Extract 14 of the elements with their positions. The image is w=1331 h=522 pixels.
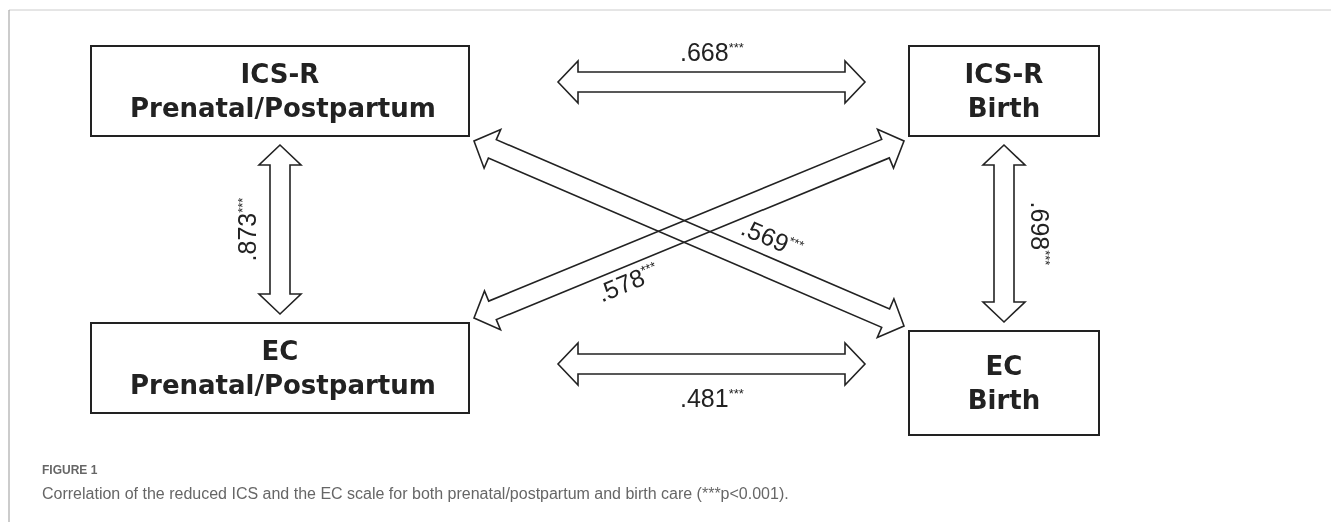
edge-label: .481$^{***}$ bbox=[680, 385, 744, 411]
process-box bbox=[908, 330, 1100, 436]
edge-label: .668$^{***}$ bbox=[680, 39, 744, 65]
figure-label: FIGURE 1 bbox=[42, 463, 98, 477]
figure-caption: Correlation of the reduced ICS and the EC scale for both prenatal/postpartum and birth care (***p<0.001). bbox=[42, 485, 789, 503]
double-arrow bbox=[556, 341, 867, 387]
box-label: ICS-R Birth bbox=[963, 58, 1045, 125]
process-box bbox=[908, 45, 1100, 137]
double-arrow bbox=[981, 143, 1027, 324]
process-box bbox=[90, 45, 470, 137]
double-arrow bbox=[556, 59, 867, 105]
process-box bbox=[90, 322, 470, 414]
double-arrow bbox=[257, 143, 303, 316]
box-label: EC Birth bbox=[966, 350, 1042, 417]
